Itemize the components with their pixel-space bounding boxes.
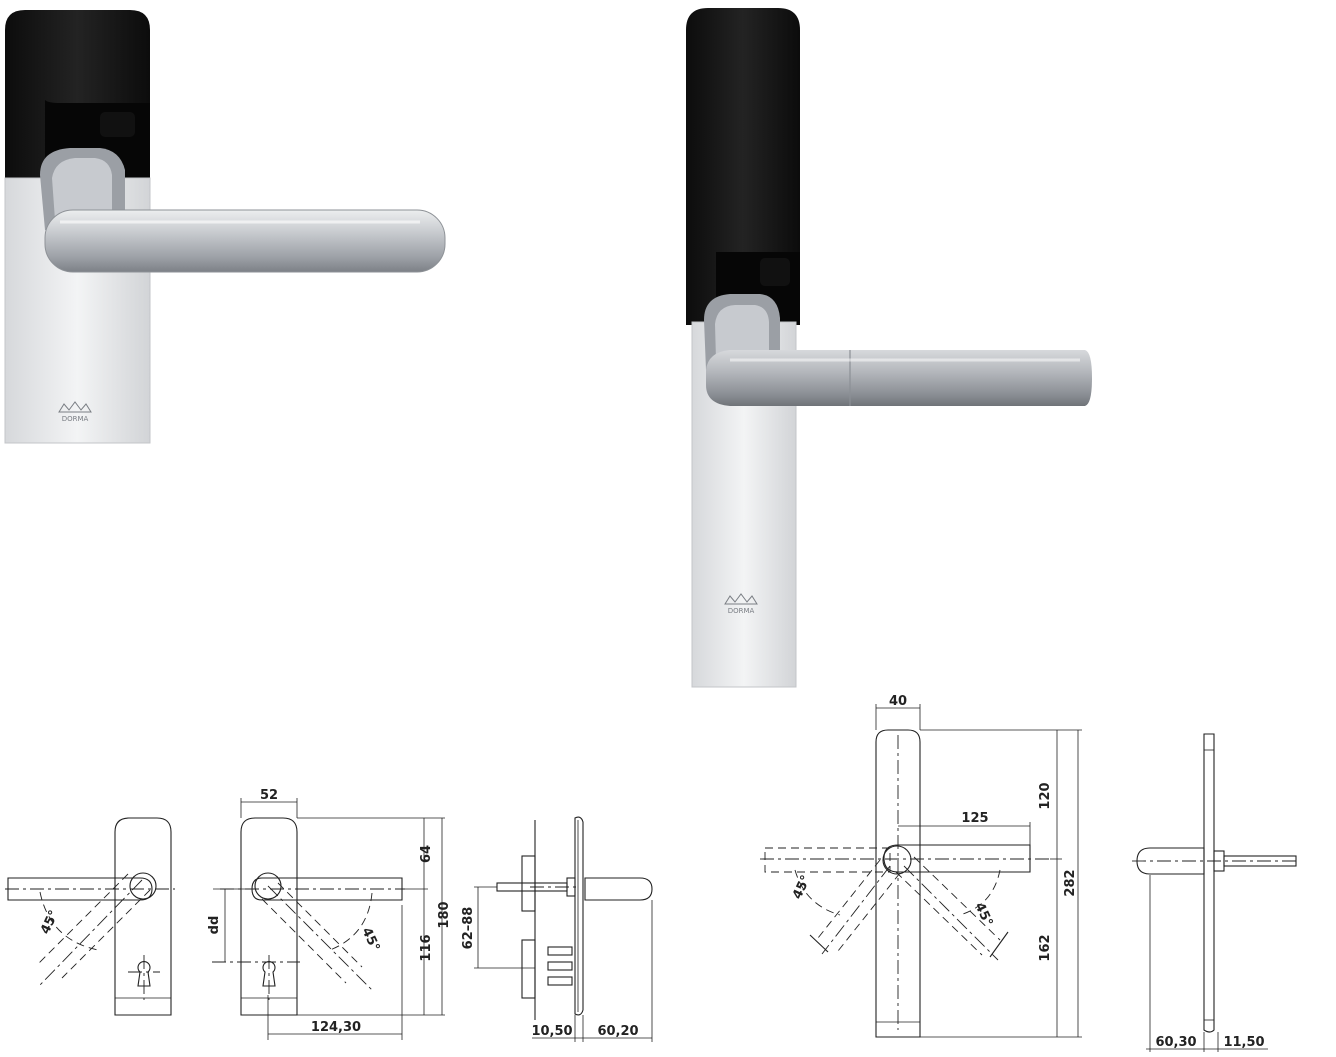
- angle-label: 45°: [971, 900, 995, 929]
- dim-label: 60,30: [1155, 1035, 1196, 1050]
- dim-label: 40: [889, 694, 907, 709]
- angle-label: 45°: [358, 925, 382, 954]
- dim-label: 124,30: [311, 1020, 361, 1035]
- dim-label: 60,20: [597, 1024, 638, 1039]
- drawing-long-front: 40 125 120 162 282 45° 45°: [760, 694, 1082, 1038]
- dorma-logo: DORMA: [58, 401, 92, 423]
- brand-text: DORMA: [62, 415, 89, 423]
- dim-label: 282: [1063, 869, 1078, 896]
- dim-label: 180: [437, 901, 452, 928]
- drawing-short-front-left: 45°: [5, 817, 175, 1016]
- dim-label: 116: [419, 934, 434, 961]
- dim-label: 62–88: [461, 907, 476, 950]
- dorma-logo: DORMA: [724, 593, 758, 615]
- dim-label: 64: [419, 845, 434, 863]
- dim-label: 52: [260, 788, 278, 803]
- dim-label: 162: [1038, 934, 1053, 961]
- dim-label: 11,50: [1223, 1035, 1264, 1050]
- dim-label: 10,50: [531, 1024, 572, 1039]
- dim-label: 120: [1038, 782, 1053, 809]
- drawing-short-front: 52 64 116 180 dd 124,30 45°: [207, 788, 452, 1040]
- angle-label: 45°: [38, 908, 62, 937]
- drawing-long-side: 60,30 11,50: [1132, 733, 1300, 1052]
- dim-label: dd: [207, 916, 222, 935]
- drawing-short-side: 62–88 10,50 60,20: [461, 816, 653, 1042]
- handle-photo-short: DORMA: [4, 10, 446, 444]
- handle-photo-long: DORMA: [686, 8, 1092, 688]
- dim-label: 125: [961, 811, 988, 826]
- brand-text: DORMA: [728, 607, 755, 615]
